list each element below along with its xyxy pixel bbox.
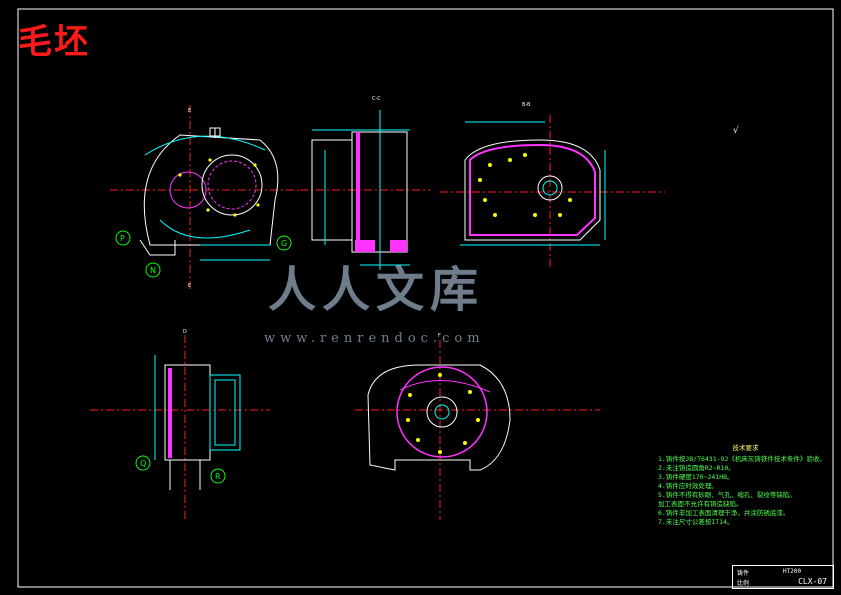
- section-label-d: D: [183, 329, 187, 335]
- tech-note: 5.铸件不得有砂眼、气孔、缩孔、裂纹等缺陷。: [658, 491, 796, 499]
- section-c-c-view: [300, 110, 430, 270]
- tech-note: 7.未注尺寸公差按IT14。: [658, 518, 734, 526]
- front-view-bolt-holes: [178, 158, 260, 217]
- balloon-q: Q: [135, 455, 151, 471]
- balloon-n: N: [145, 262, 161, 278]
- tech-notes-title: 技术要求: [732, 444, 759, 452]
- side-view: [90, 335, 270, 520]
- drawing-number: CLX-07: [798, 577, 827, 586]
- balloon-g: G: [276, 235, 292, 251]
- title-block: 铸件 比例 HT200 CLX-07: [732, 565, 834, 589]
- section-label-c-c: C-C: [372, 96, 381, 102]
- section-label-e-top: E: [188, 108, 192, 114]
- section-label-b-b: B-B: [522, 102, 531, 108]
- title-block-material: HT200: [783, 568, 802, 575]
- watermark-text: 人人文库: [268, 262, 485, 318]
- drawing-border: [17, 8, 834, 588]
- balloon-r: R: [210, 468, 226, 484]
- rear-view: [355, 340, 600, 520]
- section-b-b-view: [440, 115, 665, 270]
- title-block-scale-label: 比例: [737, 580, 750, 587]
- rear-view-bolt-holes: [406, 373, 480, 454]
- front-view-casing: [110, 105, 300, 290]
- svg-text:G: G: [281, 239, 287, 248]
- svg-text:N: N: [150, 266, 156, 275]
- tech-note: 加工表面不允许有铸造缺陷。: [658, 500, 743, 508]
- tech-note: 3.铸件硬度170~241HB。: [658, 473, 734, 481]
- roughness-symbol: √: [733, 126, 739, 136]
- svg-text:R: R: [215, 472, 221, 481]
- technical-requirements: 技术要求 1.铸件按JB/T6431-92《机床灰铸铁件技术条件》验收。 2.未…: [658, 444, 833, 527]
- tech-note: 1.铸件按JB/T6431-92《机床灰铸铁件技术条件》验收。: [658, 455, 826, 463]
- balloon-p: P: [115, 230, 131, 246]
- section-b-b-bolt-holes: [478, 153, 572, 217]
- watermark-url: www.renrendoc.com: [264, 331, 485, 346]
- section-label-f: F: [438, 333, 441, 339]
- svg-text:Q: Q: [140, 459, 146, 468]
- tech-note: 4.铸件应时效处理。: [658, 482, 718, 490]
- drawing-heading: 毛坯: [18, 22, 90, 62]
- title-block-material-label: 铸件: [737, 570, 750, 577]
- section-label-e-bottom: E: [188, 283, 192, 289]
- svg-text:P: P: [120, 234, 125, 243]
- tech-note: 2.未注铸造圆角R2~R10。: [658, 464, 735, 472]
- tech-note: 6.铸件非加工表面清理干净，并涂防锈底漆。: [658, 509, 790, 517]
